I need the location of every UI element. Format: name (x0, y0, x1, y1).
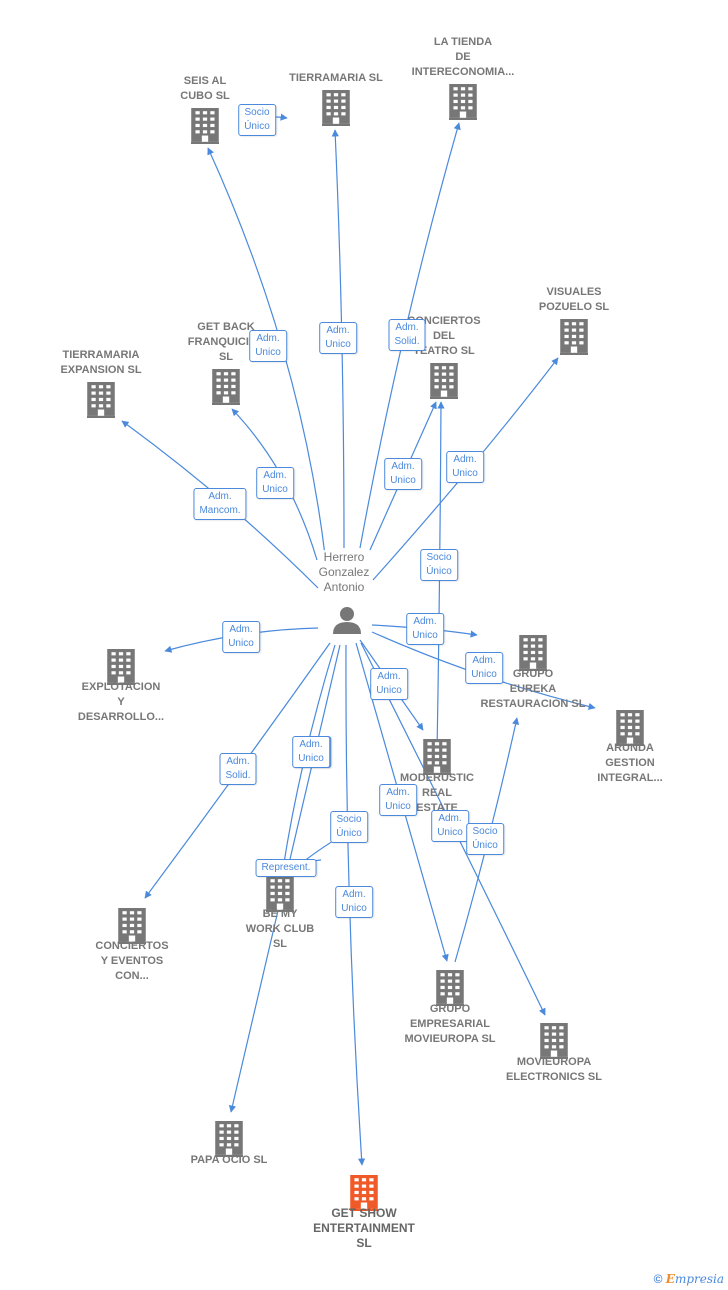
relation-badge[interactable]: Adm. Mancom. (193, 488, 247, 520)
company-label-tierramaria[interactable]: TIERRAMARIA SL (289, 72, 383, 84)
building-icon[interactable] (320, 90, 352, 126)
relation-badge[interactable]: Socio Único (466, 823, 504, 855)
relation-badge[interactable]: Adm. Unico (446, 451, 484, 483)
company-label-visuales[interactable]: VISUALES POZUELO SL (538, 286, 610, 313)
copyright-icon: © (653, 1272, 663, 1286)
building-icon[interactable] (85, 382, 117, 418)
company-label-bemy[interactable]: BE MY WORK CLUB SL (245, 908, 315, 950)
building-icon[interactable] (558, 319, 590, 355)
relation-badge[interactable]: Adm. Unico (256, 467, 294, 499)
company-label-arunda[interactable]: ARUNDA GESTION INTEGRAL... (597, 742, 663, 784)
relation-badge[interactable]: Adm. Unico (222, 621, 260, 653)
company-label-movieuropa_el[interactable]: MOVIEUROPA ELECTRONICS SL (506, 1056, 602, 1083)
relation-badge[interactable]: Socio Único (330, 811, 368, 843)
building-icon[interactable] (447, 84, 479, 120)
person-node[interactable] (333, 607, 361, 634)
relation-badge[interactable]: Represent. (255, 859, 317, 877)
company-label-grupo_movieuropa[interactable]: GRUPO EMPRESARIAL MOVIEUROPA SL (404, 1003, 496, 1045)
relation-badge[interactable]: Adm. Unico (370, 668, 408, 700)
company-label-explotacion[interactable]: EXPLOTACION Y DESARROLLO... (77, 681, 165, 723)
relation-badge[interactable]: Adm. Unico (465, 652, 503, 684)
building-icon[interactable] (421, 739, 453, 775)
company-label-papa_ocio[interactable]: PAPA OCIO SL (190, 1154, 268, 1166)
person-icon (333, 607, 361, 634)
building-icon[interactable] (213, 1121, 245, 1157)
company-label-latienda[interactable]: LA TIENDA DE INTERECONOMIA... (411, 36, 515, 78)
relation-badge[interactable]: Adm. Solid. (219, 753, 257, 785)
relation-badge[interactable]: Adm. Unico (379, 784, 417, 816)
building-icon[interactable] (189, 108, 221, 144)
building-icon[interactable] (517, 635, 549, 671)
relation-badge[interactable]: Adm. Unico (249, 330, 287, 362)
company-label-conciertos_eventos[interactable]: CONCIERTOS Y EVENTOS CON... (95, 940, 169, 982)
edge-line (360, 642, 546, 1016)
company-label-seis[interactable]: SEIS AL CUBO SL (180, 75, 230, 102)
relation-badge[interactable]: Adm. Unico (292, 736, 330, 768)
relation-badge[interactable]: Adm. Unico (384, 458, 422, 490)
relation-badge[interactable]: Adm. Solid. (388, 319, 426, 351)
relation-badge[interactable]: Adm. Unico (335, 886, 373, 918)
company-label-getback[interactable]: GET BACK FRANQUICIAS SL (187, 321, 265, 363)
relation-badge[interactable]: Socio Único (238, 104, 276, 136)
relation-badge[interactable]: Adm. Unico (319, 322, 357, 354)
relation-badge[interactable]: Socio Único (420, 549, 458, 581)
company-label-getshow[interactable]: GET SHOW ENTERTAINMENT SL (313, 1206, 415, 1250)
company-label-tierramaria_exp[interactable]: TIERRAMARIA EXPANSION SL (60, 349, 142, 376)
building-icon[interactable] (434, 970, 466, 1006)
relation-badge[interactable]: Adm. Unico (406, 613, 444, 645)
building-icon[interactable] (210, 369, 242, 405)
building-icon[interactable] (428, 363, 460, 399)
relation-badge[interactable]: Adm. Unico (431, 810, 469, 842)
building-icon[interactable] (538, 1023, 570, 1059)
brand-logo: © Empresia (653, 1272, 724, 1286)
company-label-grupo_eureka[interactable]: GRUPO EUREKA RESTAURACION SL (480, 668, 586, 710)
person-name: Herrero Gonzalez Antonio (318, 550, 370, 595)
